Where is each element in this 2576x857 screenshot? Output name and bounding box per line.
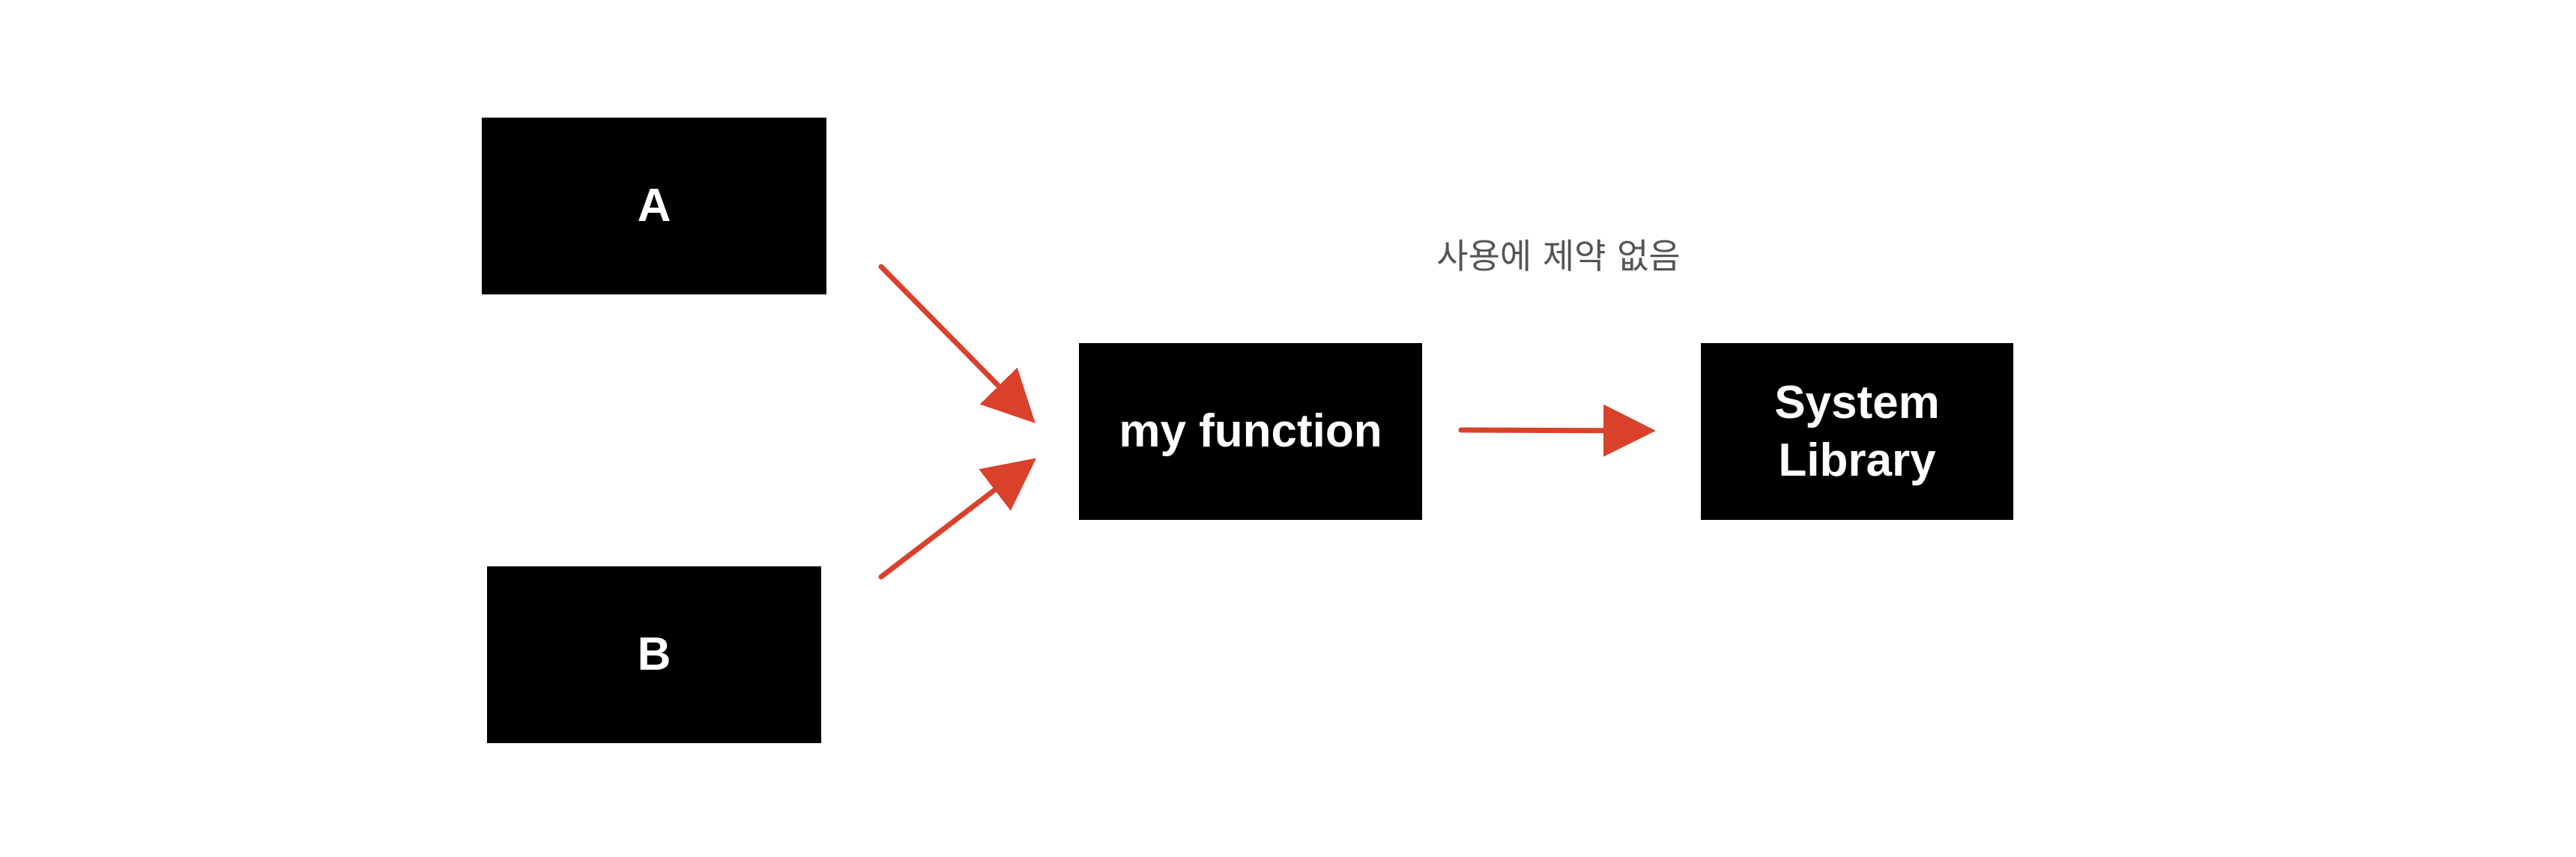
node-a-label: A xyxy=(637,180,671,232)
usage-annotation: 사용에 제약 없음 xyxy=(1436,236,1681,276)
node-system-library: System Library xyxy=(1701,343,2013,520)
node-system-library-label: System Library xyxy=(1774,376,1940,487)
edge-a-to-function xyxy=(878,264,1035,423)
node-my-function: my function xyxy=(1079,343,1422,520)
node-a: A xyxy=(482,118,826,294)
edge-function-to-library xyxy=(1458,404,1656,457)
node-my-function-label: my function xyxy=(1119,405,1382,458)
node-b-label: B xyxy=(637,629,671,681)
node-b: B xyxy=(487,566,821,743)
edge-b-to-function xyxy=(878,458,1037,580)
